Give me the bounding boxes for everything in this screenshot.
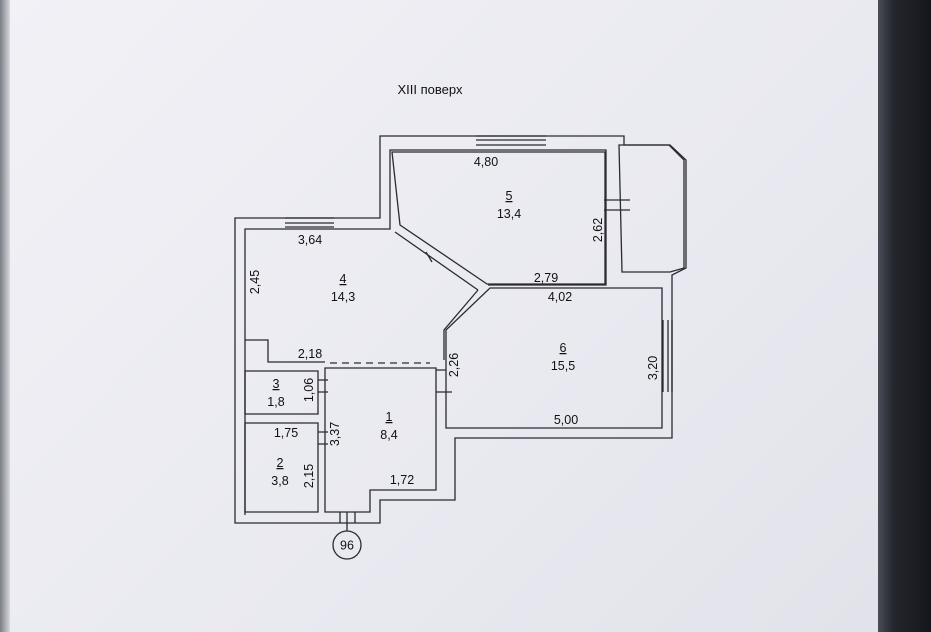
- dimension-label: 3,37: [328, 422, 342, 446]
- door-tick-6: [436, 369, 452, 393]
- dimension-label: 4,80: [474, 155, 498, 169]
- diagonal-wall: [394, 231, 479, 291]
- inner-wall-outline: [244, 149, 607, 515]
- room-number: 4: [340, 272, 347, 286]
- dimension-label: 2,79: [534, 271, 558, 285]
- room-area: 1,8: [267, 395, 284, 409]
- bay-window: [618, 144, 685, 273]
- dimension-label: 1,75: [274, 426, 298, 440]
- room4-bottom-wall: [245, 339, 325, 363]
- paper-left-edge: [0, 0, 10, 632]
- outer-wall-outline: [234, 135, 687, 524]
- room1-outline: [324, 367, 437, 513]
- paper-sheet: [0, 0, 878, 632]
- room5-outline: [391, 151, 606, 285]
- room-area: 8,4: [380, 428, 397, 442]
- room-number: 1: [386, 410, 393, 424]
- dimension-label: 2,26: [447, 353, 461, 377]
- room-number: 6: [560, 341, 567, 355]
- room-area: 3,8: [271, 474, 288, 488]
- door-tick-5: [604, 199, 630, 211]
- room-number: 3: [273, 377, 280, 391]
- entrance-ticks: [339, 512, 356, 523]
- room-3-label: 3 1,8: [267, 377, 284, 409]
- room-5-label: 5 13,4: [497, 189, 521, 221]
- window-room4: [285, 217, 334, 228]
- diagonal-wall-lower: [443, 289, 479, 360]
- dimension-label: 1,72: [390, 473, 414, 487]
- dimension-label: 3,20: [646, 356, 660, 380]
- dimension-label: 2,62: [591, 218, 605, 242]
- dimension-label: 2,45: [248, 270, 262, 294]
- door-tick-2: [318, 431, 328, 445]
- room-area: 15,5: [551, 359, 575, 373]
- door-tick-4: [425, 251, 433, 263]
- room-area: 13,4: [497, 207, 521, 221]
- door-tick-3: [318, 379, 328, 393]
- dimension-label: 5,00: [554, 413, 578, 427]
- dimension-label: 2,18: [298, 347, 322, 361]
- room-1-label: 1 8,4: [380, 410, 397, 442]
- window-room5: [476, 135, 546, 146]
- room-4-label: 4 14,3: [331, 272, 355, 304]
- dimension-label: 2,15: [302, 464, 316, 488]
- room-2-label: 2 3,8: [271, 456, 288, 488]
- window-room6: [662, 320, 673, 392]
- floor-title: XIII поверх: [398, 82, 463, 97]
- room-6-label: 6 15,5: [551, 341, 575, 373]
- dark-background-edge: [878, 0, 931, 632]
- room3-outline: [244, 370, 319, 415]
- dimension-label: 4,02: [548, 290, 572, 304]
- room2-outline: [244, 422, 319, 513]
- room-number: 5: [506, 189, 513, 203]
- apartment-number-circle: [332, 530, 362, 560]
- room6-outline: [445, 287, 663, 429]
- dimension-label: 1,06: [302, 378, 316, 402]
- room-number: 2: [277, 456, 284, 470]
- dimension-label: 3,64: [298, 233, 322, 247]
- apartment-number: 96: [340, 539, 354, 553]
- room-area: 14,3: [331, 290, 355, 304]
